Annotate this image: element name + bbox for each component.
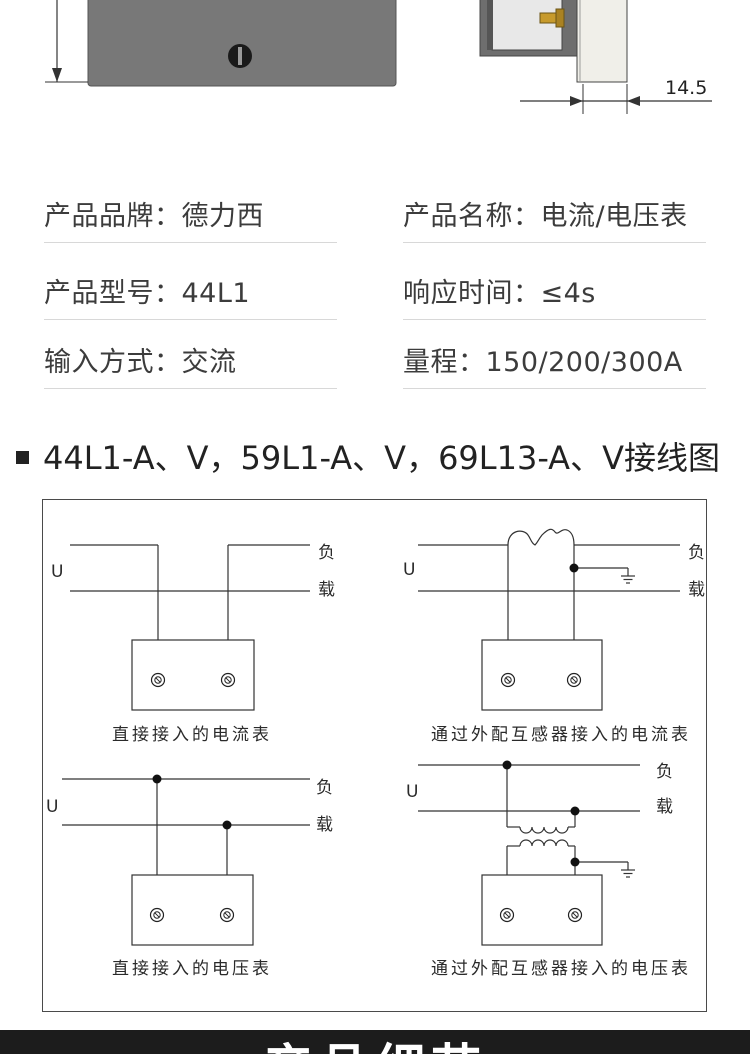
wiring-diagram-title: 44L1-A、V，59L1-A、V，69L13-A、V接线图 [43, 439, 720, 477]
caption-direct-ammeter: 直接接入的电流表 [112, 725, 272, 745]
caption-voltmeter-via-pt: 通过外配互感器接入的电压表 [431, 959, 691, 979]
spec-product-name: 产品名称：电流/电压表 [403, 192, 706, 243]
spec-input-mode: 输入方式：交流 [44, 338, 337, 389]
spec-label: 产品品牌： [44, 201, 182, 232]
u-label: U [403, 560, 415, 580]
diagram-direct-ammeter [70, 544, 310, 711]
spec-range: 量程：150/200/300A [403, 338, 706, 389]
spec-brand: 产品品牌：德力西 [44, 192, 337, 243]
load-label-top: 负 [316, 778, 333, 798]
spec-value: 交流 [181, 347, 237, 378]
diagram-voltmeter-via-pt [418, 764, 640, 946]
wiring-diagram-frame [42, 499, 707, 1012]
load-label-bottom: 载 [316, 815, 333, 835]
screw-terminal-icon [220, 672, 236, 688]
junction-dot [570, 857, 580, 867]
junction-dot [569, 563, 579, 573]
load-label-bottom: 载 [688, 580, 705, 600]
spec-model: 产品型号：44L1 [44, 269, 337, 320]
caption-direct-voltmeter: 直接接入的电压表 [112, 959, 272, 979]
u-label: U [51, 562, 63, 582]
junction-dot [502, 760, 512, 770]
meter-box [131, 639, 255, 711]
spec-value: ≤4s [540, 278, 596, 309]
depth-dimension-value: 14.5 [665, 77, 707, 99]
diagram-direct-voltmeter [62, 778, 310, 946]
junction-dot [222, 820, 232, 830]
meter-dimension-drawing: 14.5 [45, 0, 712, 114]
meter-box [131, 874, 254, 946]
load-label-top: 负 [688, 543, 705, 563]
screw-terminal-icon [219, 907, 235, 923]
spec-label: 输入方式： [44, 347, 182, 378]
load-label-bottom: 载 [318, 580, 335, 600]
screw-terminal-icon [566, 672, 582, 688]
spec-label: 响应时间： [403, 278, 541, 309]
meter-front-panel [87, 0, 397, 87]
wiring-diagram-heading: 44L1-A、V，59L1-A、V，69L13-A、V接线图 [16, 432, 720, 484]
meter-box [481, 639, 603, 711]
diagram-ammeter-via-ct [418, 528, 680, 711]
spec-label: 产品型号： [44, 278, 182, 309]
spec-label: 产品名称： [403, 201, 541, 232]
junction-dot [152, 774, 162, 784]
spec-value: 德力西 [181, 201, 264, 232]
adjust-knob-icon [228, 44, 252, 68]
screw-terminal-icon [499, 907, 515, 923]
square-bullet-icon [16, 450, 29, 464]
screw-terminal-icon [500, 672, 516, 688]
load-label-top: 负 [656, 762, 673, 782]
caption-ammeter-via-ct: 通过外配互感器接入的电流表 [431, 725, 691, 745]
meter-side-view [479, 0, 628, 83]
u-label: U [406, 782, 418, 802]
spec-label: 量程： [403, 347, 486, 378]
load-label-bottom: 载 [656, 797, 673, 817]
product-details-title: 产品细节 [0, 1038, 750, 1054]
junction-dot [570, 806, 580, 816]
screw-terminal-icon [567, 907, 583, 923]
spec-value: 电流/电压表 [540, 201, 688, 232]
load-label-top: 负 [318, 543, 335, 563]
meter-box [481, 874, 603, 946]
screw-terminal-icon [150, 672, 166, 688]
u-label: U [46, 797, 58, 817]
spec-value: 150/200/300A [485, 347, 683, 378]
spec-response-time: 响应时间：≤4s [403, 269, 706, 320]
spec-value: 44L1 [181, 278, 251, 309]
product-details-banner: 产品细节 [0, 1030, 750, 1054]
screw-terminal-icon [149, 907, 165, 923]
